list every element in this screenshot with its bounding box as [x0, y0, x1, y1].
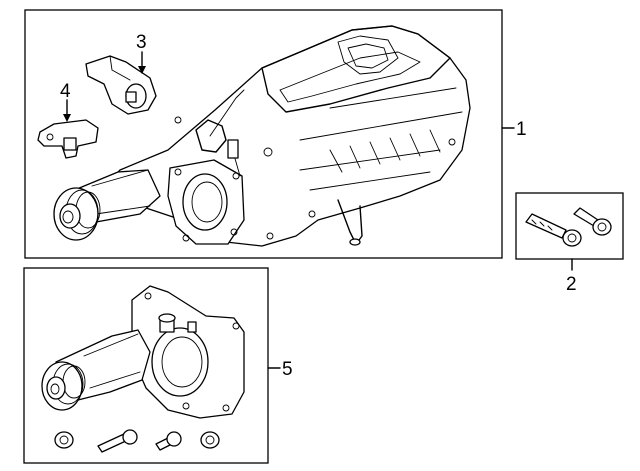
callout-5: 5: [282, 359, 293, 380]
callout-1: 1: [516, 119, 527, 140]
callout-3: 3: [136, 32, 147, 53]
callout-2: 2: [566, 274, 577, 295]
part-2-bolts-drawing: [525, 207, 612, 247]
part-3-sensor-drawing: [85, 51, 157, 115]
part-4-sensor-drawing: [37, 99, 99, 159]
part-5-snout-housing-drawing: [41, 285, 245, 453]
callout-4: 4: [60, 81, 71, 102]
supercharger-assembly-drawing: [53, 25, 471, 247]
